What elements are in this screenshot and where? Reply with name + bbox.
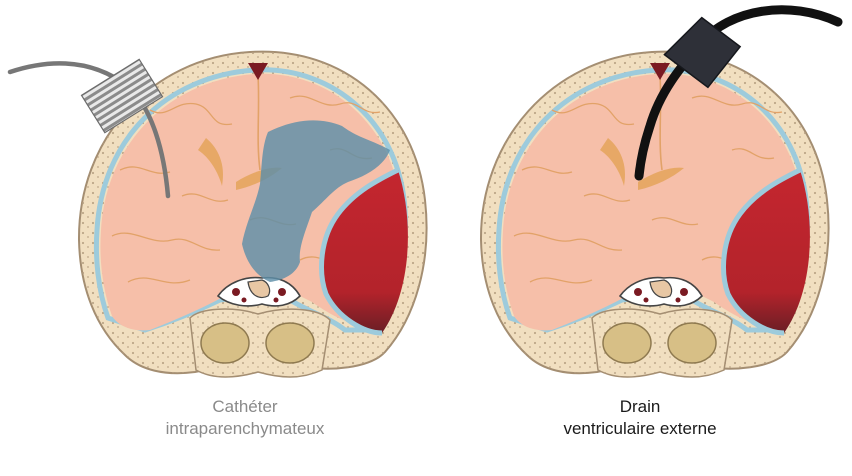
caption-right: Drain ventriculaire externe — [520, 396, 760, 440]
caption-right-line2: ventriculaire externe — [563, 419, 717, 438]
right-head-diagram — [481, 52, 829, 377]
caption-left: Cathéter intraparenchymateux — [120, 396, 370, 440]
caption-right-line1: Drain — [619, 397, 661, 416]
striped-sensor-icon — [80, 58, 164, 134]
dark-connector-icon — [663, 16, 742, 89]
caption-left-line2: intraparenchymateux — [165, 419, 325, 438]
blue-infiltration-area — [242, 120, 390, 283]
left-head-diagram — [7, 52, 427, 377]
caption-left-line1: Cathéter — [212, 397, 278, 416]
